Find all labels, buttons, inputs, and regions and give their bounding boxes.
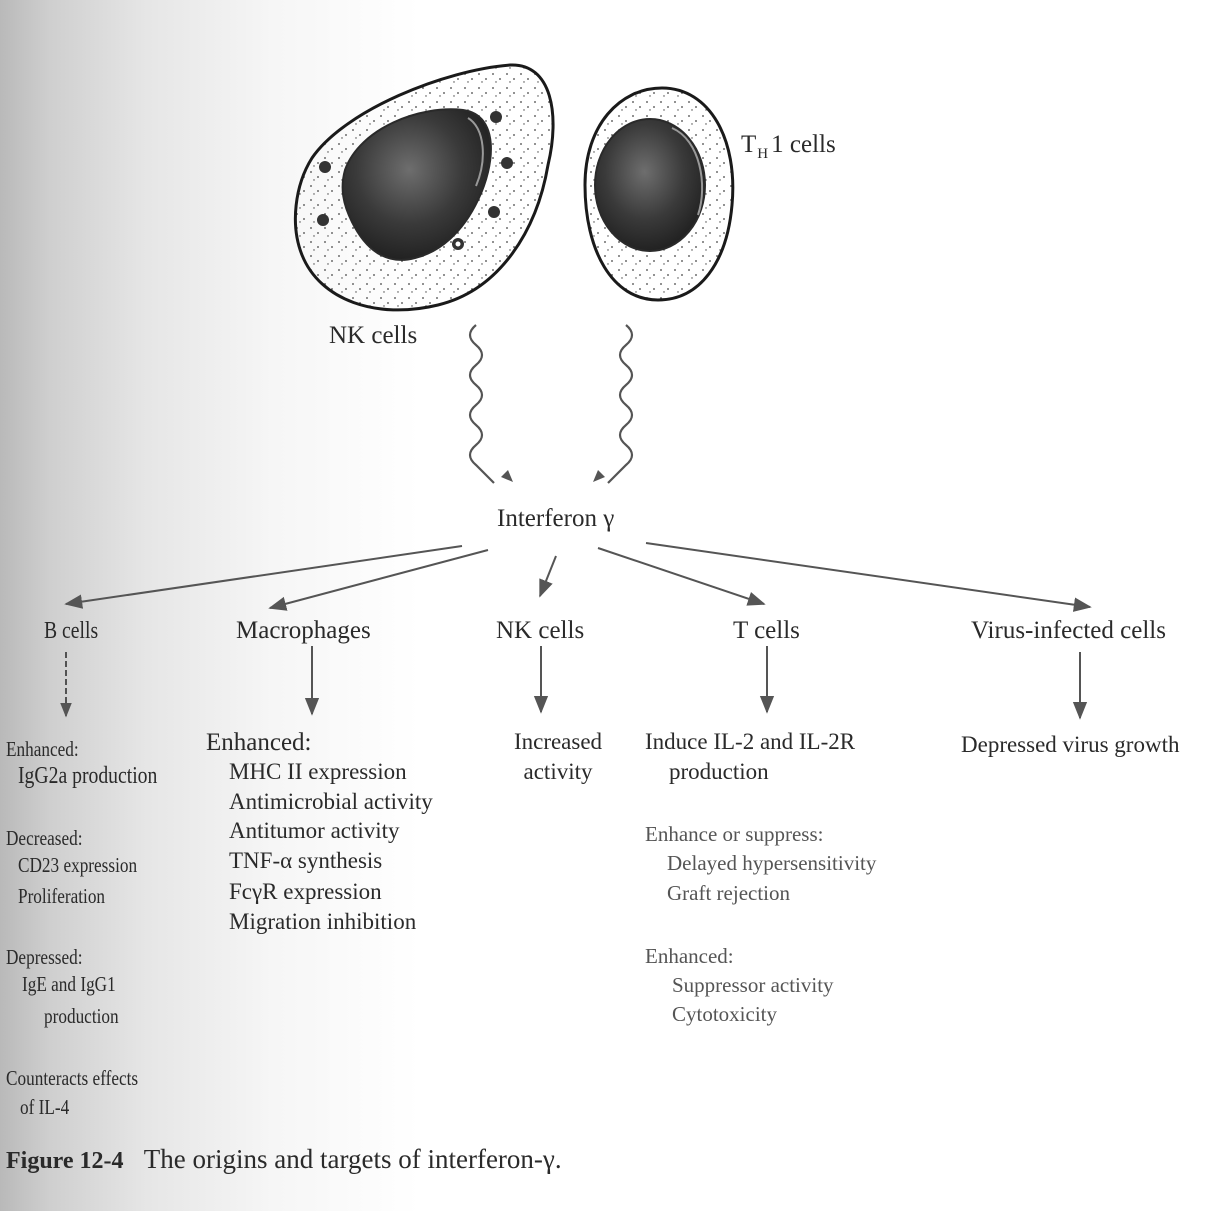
b-effect-item: IgE and IgG1 [22, 972, 116, 997]
macrophage-effect-item: FcγR expression [229, 879, 382, 905]
b-effect-heading-depressed: Depressed: [6, 945, 83, 970]
macrophage-effect-item: MHC II expression [229, 759, 407, 785]
arrow-to-b-cells [66, 546, 462, 604]
b-effect-heading-decreased: Decreased: [6, 826, 82, 851]
nk-cell-drawing [295, 65, 553, 310]
b-effect-item: CD23 expression [18, 853, 137, 878]
nk-to-ifn-wave-arrow [470, 325, 494, 483]
t-effect-line: Graft rejection [667, 881, 790, 906]
b-effect-item: of IL-4 [20, 1095, 69, 1120]
b-effect-item: Proliferation [18, 884, 105, 909]
macrophage-effect-item: Migration inhibition [229, 909, 416, 935]
virus-effect-line: Depressed virus growth [961, 732, 1179, 758]
th1-suffix: 1 cells [771, 131, 836, 158]
t-effect-line: Induce IL-2 and IL-2R [645, 729, 855, 755]
b-effect-item: production [44, 1004, 119, 1029]
figure-caption-text: The origins and targets of interferon-γ. [144, 1144, 562, 1174]
th1-to-ifn-wave-arrow [608, 325, 632, 483]
arrow-to-nk-cells [540, 556, 556, 596]
t-effect-heading: Enhanced: [645, 944, 734, 969]
th1-subscript: H [757, 146, 768, 162]
nk-effect-line: activity [524, 759, 593, 785]
t-effect-heading: Enhance or suppress: [645, 822, 823, 847]
t-effect-line: Cytotoxicity [672, 1002, 777, 1027]
macrophage-effect-heading: Enhanced: [206, 729, 312, 757]
target-nk-cells-label: NK cells [496, 617, 584, 645]
macrophage-effect-item: Antimicrobial activity [229, 789, 433, 815]
t-effect-line: Suppressor activity [672, 973, 834, 998]
target-virus-infected-label: Virus-infected cells [971, 617, 1166, 645]
interferon-gamma-label: Interferon γ [497, 505, 614, 533]
macrophage-effect-item: Antitumor activity [229, 818, 400, 844]
th1-prefix: T [741, 131, 756, 158]
source-nk-cells-label: NK cells [329, 322, 417, 350]
th1-cell-drawing [585, 88, 733, 300]
t-effect-line: production [669, 759, 769, 785]
macrophage-effect-item: TNF-α synthesis [229, 848, 382, 874]
arrow-to-virus-infected [646, 543, 1090, 607]
b-effect-item: Counteracts effects [6, 1066, 138, 1091]
nk-effect-line: Increased [514, 729, 602, 755]
target-b-cells-label: B cells [44, 618, 98, 645]
b-effect-heading-enhanced: Enhanced: [6, 737, 79, 762]
t-effect-line: Delayed hypersensitivity [667, 851, 876, 876]
figure-number: Figure 12-4 [6, 1148, 124, 1174]
b-effect-item: IgG2a production [18, 763, 157, 790]
target-t-cells-label: T cells [733, 617, 800, 645]
target-macrophages-label: Macrophages [236, 617, 371, 645]
figure-caption: Figure 12-4 The origins and targets of i… [6, 1144, 562, 1175]
